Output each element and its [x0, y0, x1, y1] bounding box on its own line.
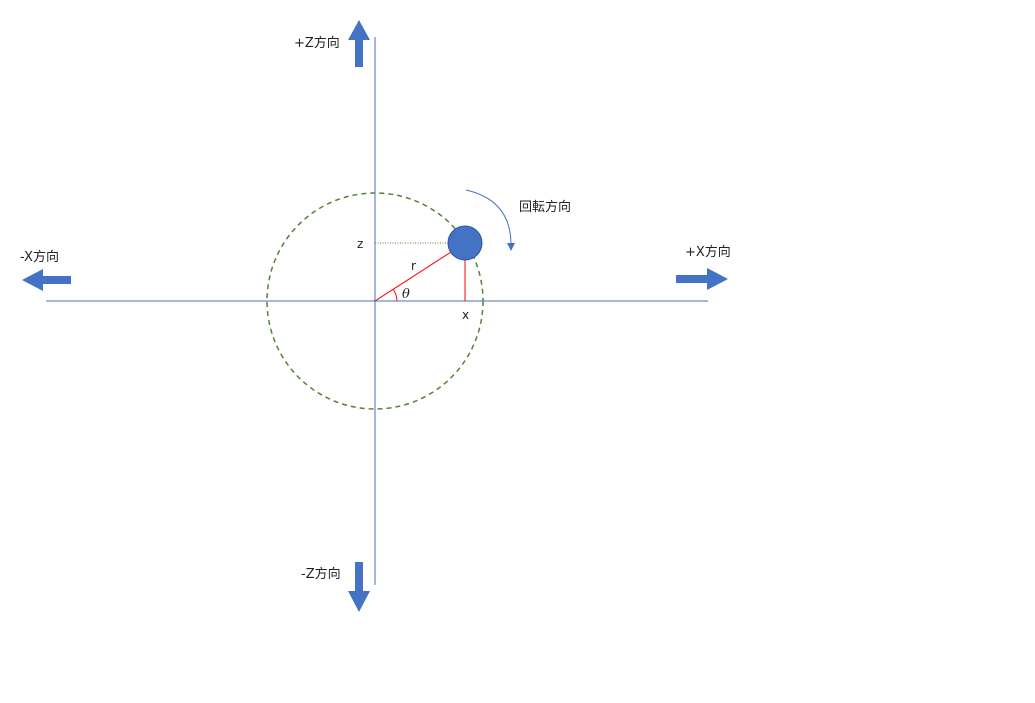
minus-x-label: -X方向	[20, 249, 59, 265]
plus-z-arrow-icon	[348, 20, 370, 67]
plus-z-label: +Z方向	[294, 35, 340, 51]
r-label: r	[411, 259, 416, 273]
z-label: z	[357, 237, 363, 251]
theta-arc	[392, 288, 398, 302]
theta-label: θ	[402, 287, 410, 302]
minus-z-label: -Z方向	[301, 566, 341, 582]
rotation-arrowhead-icon	[507, 243, 515, 251]
rotation-direction-label: 回転方向	[519, 199, 571, 215]
minus-x-arrow-icon	[22, 269, 71, 291]
minus-z-arrow-icon	[348, 562, 370, 612]
radius-line	[374, 242, 466, 302]
orbit-circle	[266, 192, 484, 410]
x-label: x	[462, 308, 469, 322]
plus-x-label: +X方向	[685, 244, 731, 260]
rotating-ball	[447, 225, 483, 261]
plus-x-arrow-icon	[676, 268, 728, 290]
rotation-direction-arrow	[465, 189, 512, 244]
